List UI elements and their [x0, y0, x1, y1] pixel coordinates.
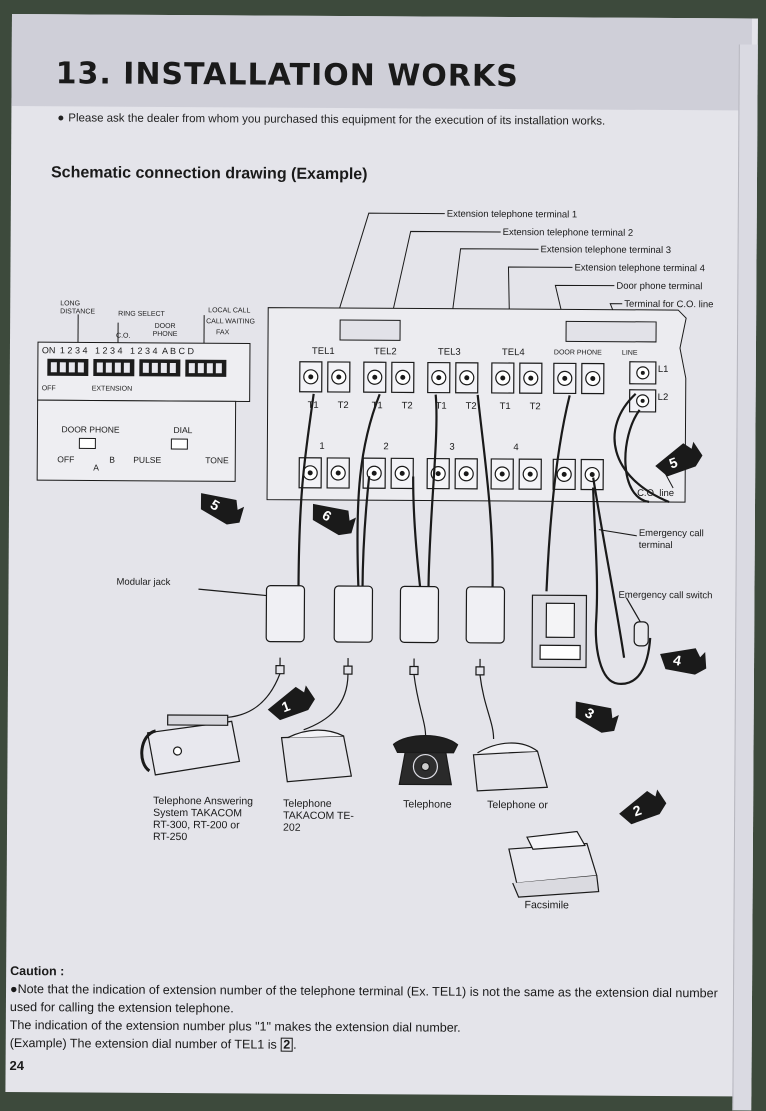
ring-select-label: RING SELECT — [118, 311, 165, 319]
emergency-switch-label: Emergency call switch — [618, 590, 712, 603]
extension-label: EXTENSION — [92, 385, 133, 393]
terminal-screw — [392, 362, 414, 392]
t2-label-1: T2 — [338, 400, 349, 411]
pointing-hand-icon: 1 — [264, 682, 318, 723]
terminal-screw — [428, 363, 450, 393]
door-phone-device — [532, 595, 586, 667]
terminal-screw — [328, 362, 350, 392]
page-number: 24 — [10, 1058, 25, 1073]
terminal-screw — [363, 458, 385, 488]
answering-system-label: Telephone Answering System TAKACOM RT-30… — [153, 795, 253, 844]
long-distance-label: LONG DISTANCE — [60, 300, 100, 316]
co-line-label: C.O. line — [637, 488, 674, 499]
door-phone-switch-label: DOOR PHONE — [61, 424, 119, 435]
dip-off-label: OFF — [42, 385, 56, 393]
dial-switch-label: DIAL — [173, 425, 192, 436]
callout-ext-terminal-1: Extension telephone terminal 1 — [447, 209, 578, 221]
terminal-screw — [300, 362, 322, 392]
tel1-label: TEL1 — [312, 346, 335, 357]
unit-window-left — [340, 320, 400, 340]
t1-label-4: T1 — [500, 401, 511, 412]
fax-label: FAX — [216, 329, 229, 337]
l1-label: L1 — [658, 364, 669, 375]
door-phone-unit-label: DOOR PHONE — [554, 349, 602, 357]
terminal-screw — [582, 363, 604, 393]
pointing-hand-icon: 2 — [615, 786, 669, 827]
door-phone-switch — [79, 438, 95, 448]
pointing-hand-icon: 4 — [658, 642, 710, 676]
pulse-label: PULSE — [133, 455, 161, 466]
dial-switch — [171, 439, 187, 449]
call-waiting-label: CALL WAITING — [206, 318, 255, 326]
caution-line-3: (Example) The extension dial number of T… — [10, 1034, 740, 1056]
boxed-number: 2 — [280, 1038, 293, 1052]
terminal-screw — [427, 459, 449, 489]
caution-block: Caution : ●Note that the indication of e… — [10, 962, 741, 1056]
bottom-label-3: 3 — [449, 442, 454, 453]
bottom-label-1: 1 — [319, 441, 324, 452]
telephone-or-label: Telephone or — [487, 799, 548, 811]
callout-door-phone-terminal: Door phone terminal — [616, 281, 702, 293]
manual-page: 13. INSTALLATION WORKS ●Please ask the d… — [5, 14, 758, 1097]
line-unit-label: LINE — [622, 350, 638, 358]
terminal-screw — [391, 458, 413, 488]
takacom-phone — [281, 730, 351, 782]
l2-label: L2 — [658, 392, 669, 403]
terminal-screw — [327, 458, 349, 488]
pointing-hand-icon: 5 — [194, 483, 249, 530]
terminal-screw — [520, 363, 542, 393]
off-position-label: OFF — [57, 454, 74, 465]
a-position-label: A — [93, 463, 99, 474]
caution-line-1: ●Note that the indication of extension n… — [10, 980, 740, 1020]
callout-ext-terminal-3: Extension telephone terminal 3 — [541, 244, 672, 256]
bottom-label-2: 2 — [383, 441, 388, 452]
facsimile-label: Facsimile — [525, 899, 569, 911]
extension-phone-4 — [473, 743, 547, 792]
callout-ext-terminal-4: Extension telephone terminal 4 — [574, 262, 705, 274]
terminal-screw — [364, 362, 386, 392]
t1-label-2: T1 — [372, 400, 383, 411]
line-terminal — [630, 362, 656, 384]
terminal-screw — [492, 363, 514, 393]
tone-label: TONE — [205, 455, 229, 466]
takacom-phone-label: Telephone TAKACOM TE-202 — [283, 798, 363, 834]
t2-label-4: T2 — [530, 401, 541, 412]
callout-ext-terminal-2: Extension telephone terminal 2 — [503, 227, 634, 239]
terminal-screw — [455, 459, 477, 489]
door-phone-small-label: DOOR PHONE — [150, 323, 180, 339]
tel2-label: TEL2 — [374, 346, 397, 357]
tel3-label: TEL3 — [438, 347, 461, 358]
modular-jacks — [266, 586, 504, 643]
t2-label-2: T2 — [402, 400, 413, 411]
t1-label-1: T1 — [308, 400, 319, 411]
line-terminal — [630, 390, 656, 412]
facsimile-machine — [509, 831, 599, 898]
dip-on-label: ON — [42, 345, 56, 356]
callout-co-line-terminal: Terminal for C.O. line — [624, 299, 713, 311]
terminal-screw — [519, 459, 541, 489]
t2-label-3: T2 — [466, 401, 477, 412]
answering-machine — [142, 715, 240, 776]
local-call-label: LOCAL CALL — [208, 307, 250, 315]
dip-digits-label: 1 2 3 4 1 2 3 4 1 2 3 4 A B C D — [60, 345, 194, 357]
b-position-label: B — [109, 455, 115, 466]
bullet-icon: ● — [10, 982, 18, 996]
pointing-hand-icon: 3 — [569, 691, 624, 738]
tel4-label: TEL4 — [502, 347, 525, 358]
rotary-phone — [393, 735, 457, 784]
modular-jack-label: Modular jack — [116, 577, 170, 588]
co-label: C.O. — [116, 333, 130, 341]
terminal-screw — [456, 363, 478, 393]
unit-window-right — [566, 321, 656, 342]
emergency-switch-device — [626, 598, 648, 646]
terminal-screw — [491, 459, 513, 489]
terminal-screw — [581, 459, 603, 489]
terminal-screw — [554, 363, 576, 393]
t1-label-3: T1 — [436, 401, 447, 412]
telephone-label: Telephone — [403, 798, 452, 810]
bottom-label-4: 4 — [513, 442, 518, 453]
switch-panel-lower — [37, 400, 235, 481]
emergency-terminal-label: Emergency call terminal — [639, 528, 729, 553]
